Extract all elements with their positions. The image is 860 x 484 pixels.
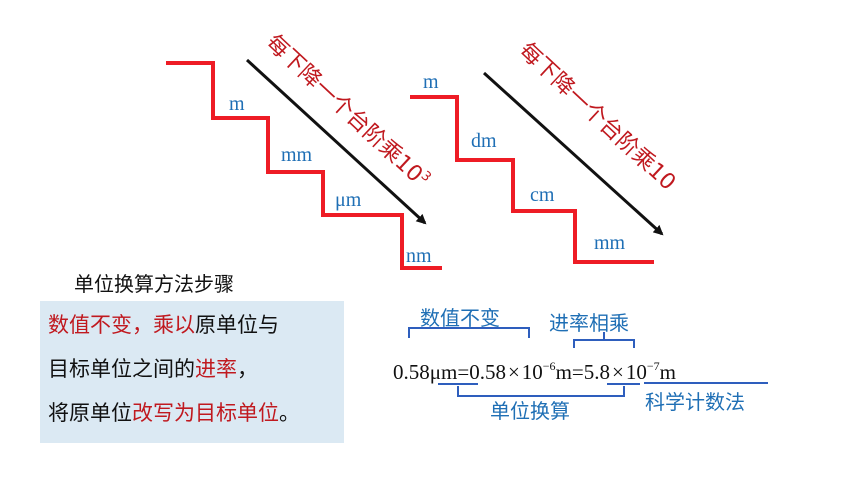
stair2-unit-dm: dm [471, 130, 497, 152]
stair2-unit-cm: cm [530, 184, 555, 206]
formula-value3: 5.8 [584, 360, 610, 384]
method-line-1: 数值不变，乘以原单位与 [48, 303, 344, 347]
stair2-arrow-label: 每下降一个台阶乘10 [514, 38, 680, 195]
stair1-unit-m: m [229, 93, 245, 115]
formula-value1: 0.58 [393, 360, 430, 384]
formula-unit1: μm [430, 360, 458, 384]
stair2-unit-mm: mm [594, 232, 626, 254]
method-title: 单位换算方法步骤 [74, 272, 234, 296]
stair2-unit-m: m [423, 71, 439, 93]
formula-exp2: −7 [647, 359, 660, 373]
bracket-constant-value [408, 327, 530, 338]
formula-unit2: m [556, 360, 572, 384]
stair1-unit-um: μm [335, 189, 362, 211]
formula-times2: × [612, 360, 624, 384]
formula-times1: × [508, 360, 520, 384]
method-line3-red: 改写为目标单位 [132, 401, 279, 425]
formula-base2: 10 [626, 360, 647, 384]
stair2-arrow [482, 71, 664, 236]
staircase-1 [166, 61, 442, 270]
method-line1-black: 原单位与 [195, 313, 279, 337]
bracket-rate-multiply [573, 339, 635, 348]
annotation-unit-conversion: 单位换算 [490, 399, 570, 423]
staircase-2 [410, 95, 654, 264]
method-box: 数值不变，乘以原单位与 目标单位之间的进率， 将原单位改写为目标单位。 [40, 301, 344, 443]
annotation-scientific-notation: 科学计数法 [645, 390, 745, 414]
stair1-unit-mm: mm [281, 144, 313, 166]
annotation-rate-multiply: 进率相乘 [549, 311, 629, 335]
method-line2-black: 目标单位之间的 [48, 357, 195, 381]
annotation-constant-value: 数值不变 [420, 306, 500, 330]
formula-value2: 0.58 [469, 360, 506, 384]
method-line2-tail: ， [237, 357, 258, 381]
formula-base1: 10 [522, 360, 543, 384]
stair1-unit-nm: nm [406, 245, 432, 267]
bracket-unit-conversion [457, 386, 625, 397]
method-line3-tail: 。 [279, 401, 300, 425]
stair1-arrow-label: 每下降一个台阶乘103 [261, 29, 434, 193]
method-line2-red: 进率 [195, 357, 237, 381]
method-line3-black: 将原单位 [48, 401, 132, 425]
method-line-3: 将原单位改写为目标单位。 [48, 391, 344, 435]
formula-eq2: = [572, 360, 584, 384]
formula-unit3: m [660, 360, 676, 384]
method-line1-red: 数值不变，乘以 [48, 313, 195, 337]
formula-exp1: −6 [543, 359, 556, 373]
method-line-2: 目标单位之间的进率， [48, 347, 344, 391]
stair1-arrow [245, 58, 427, 225]
conversion-formula: 0.58μm=0.58×10−6m=5.8×10−7m [393, 359, 676, 384]
formula-eq1: = [457, 360, 469, 384]
